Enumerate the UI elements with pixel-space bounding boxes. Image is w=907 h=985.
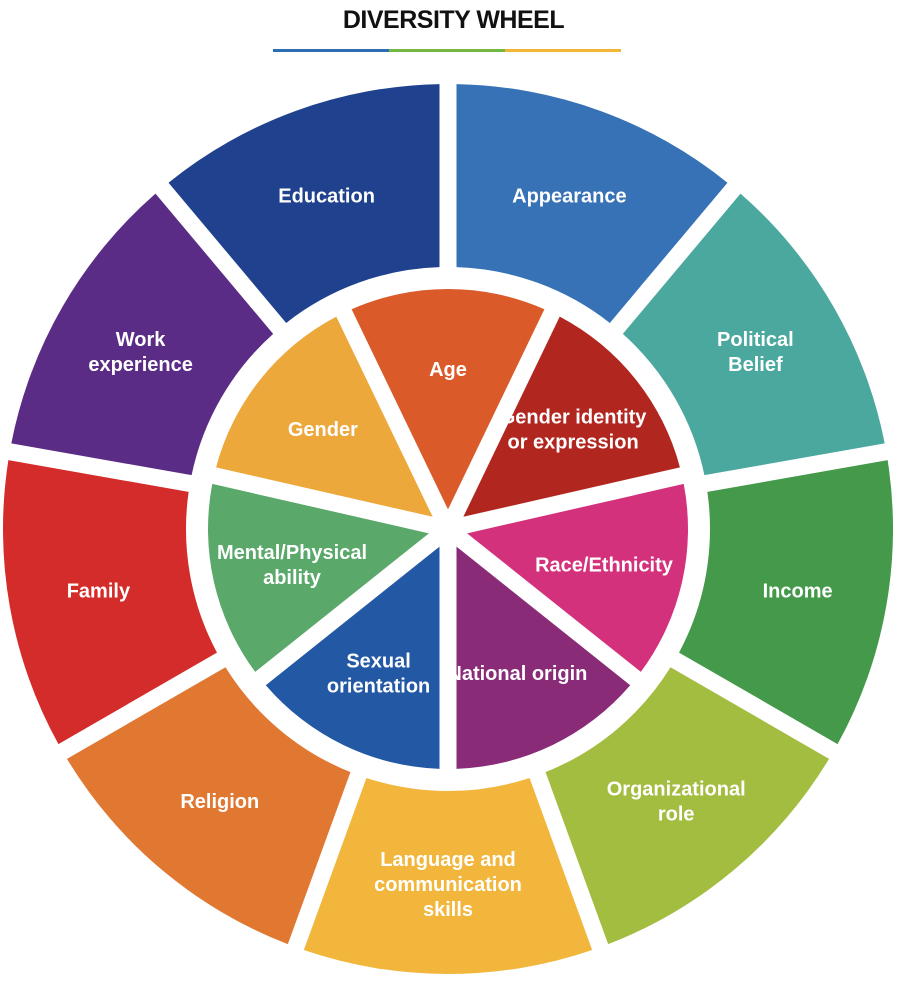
outer-segment-work-experience <box>11 193 274 476</box>
inner-label-age: Age <box>429 359 467 381</box>
inner-segment-race-ethnicity <box>467 483 689 672</box>
outer-segment-income <box>679 460 894 745</box>
outer-label-education: Education <box>278 185 375 207</box>
inner-segment-mental-physical-ability <box>207 483 429 672</box>
inner-label-gender: Gender <box>288 419 358 441</box>
title-underline-blue <box>273 49 389 52</box>
outer-label-appearance: Appearance <box>512 185 627 207</box>
inner-label-national-origin: National origin <box>447 663 587 685</box>
outer-label-family: Family <box>67 581 131 603</box>
outer-segment-language-and-communication-skills <box>303 777 593 974</box>
inner-label-race-ethnicity: Race/Ethnicity <box>535 555 674 577</box>
title-underline-yellow <box>505 49 621 52</box>
inner-segment-age <box>351 289 545 510</box>
page-title: DIVERSITY WHEEL <box>342 6 565 34</box>
outer-segment-organizational-role <box>545 667 830 945</box>
outer-segment-family <box>2 460 217 745</box>
outer-segment-education <box>168 84 440 323</box>
outer-segment-appearance <box>456 84 728 323</box>
outer-segment-religion <box>66 667 351 945</box>
inner-segment-gender-identity-or-expression <box>463 316 680 517</box>
outer-segment-political-belief <box>622 193 885 476</box>
title-underline <box>273 49 621 52</box>
outer-label-income: Income <box>763 581 833 603</box>
outer-label-religion: Religion <box>180 791 259 813</box>
inner-segment-sexual-orientation <box>265 546 440 769</box>
inner-segment-gender <box>216 316 433 517</box>
title-underline-green <box>389 49 505 52</box>
inner-segment-national-origin <box>456 546 631 769</box>
